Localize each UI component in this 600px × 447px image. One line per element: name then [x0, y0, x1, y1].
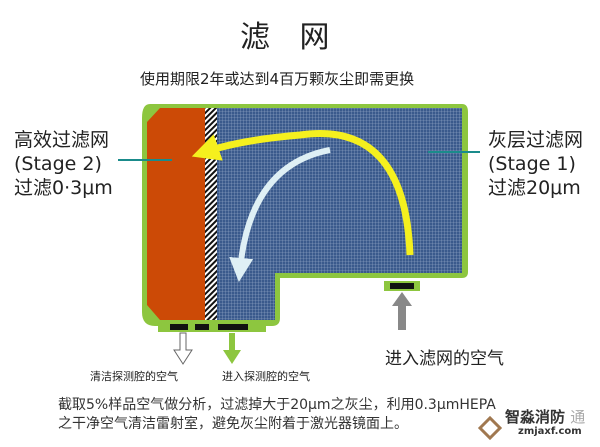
- stage1-stage: (Stage 1): [488, 153, 576, 175]
- watermark-logo: [477, 415, 503, 441]
- footer-line-2: 之干净空气清洁雷射室，避免灰尘附着于激光器镜面上。: [58, 416, 408, 432]
- footer-note: 截取5%样品空气做分析，过滤掉大于20μm之灰尘，利用0.3μmHEPA 之干净…: [58, 396, 496, 434]
- stage1-filter: [217, 108, 462, 320]
- flow-arrow-detect: [229, 147, 331, 282]
- watermark-name: 智淼消防 通: [505, 408, 586, 426]
- stage1-name: 灰层过滤网: [488, 129, 584, 151]
- separator-mesh: [205, 108, 217, 320]
- stage2-filter: [147, 108, 205, 320]
- stage2-filter-size: 过滤0·3μm: [14, 177, 113, 199]
- outlet-clean-label: 清洁探测腔的空气: [90, 370, 178, 383]
- bottom-vent: [158, 322, 266, 332]
- outlet-detect-label: 进入探测腔的空气: [222, 370, 310, 383]
- stage1-filter-size: 过滤20μm: [488, 177, 581, 199]
- flow-arrow-inlet: [191, 130, 414, 256]
- inlet-arrow-icon: [392, 292, 412, 330]
- outlet-detect-arrow-icon: [223, 333, 241, 364]
- stage2-labels: 高效过滤网 (Stage 2) 过滤0·3μm: [14, 128, 113, 200]
- outlet-clean-arrow-icon: [173, 332, 193, 365]
- stage2-name: 高效过滤网: [14, 129, 110, 151]
- watermark-url: zmjaxf.com: [518, 426, 582, 437]
- footer-line-1: 截取5%样品空气做分析，过滤掉大于20μm之灰尘，利用0.3μmHEPA: [58, 397, 496, 413]
- stage2-stage: (Stage 2): [14, 153, 102, 175]
- title: 滤 网: [240, 20, 340, 55]
- inlet-label: 进入滤网的空气: [385, 349, 504, 369]
- subtitle: 使用期限2年或达到4百万颗灰尘即需更换: [140, 70, 415, 88]
- stage1-labels: 灰层过滤网 (Stage 1) 过滤20μm: [488, 128, 583, 200]
